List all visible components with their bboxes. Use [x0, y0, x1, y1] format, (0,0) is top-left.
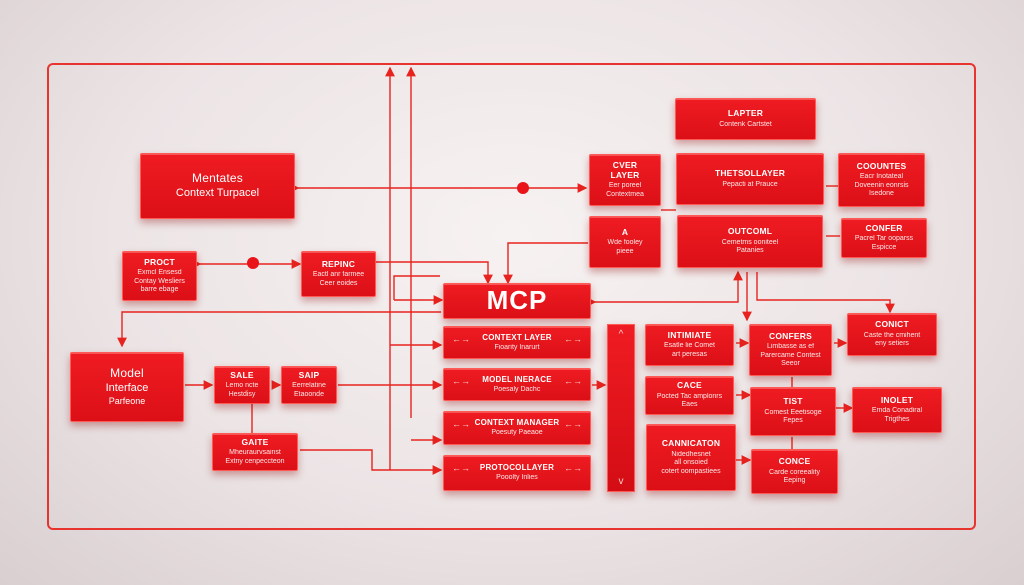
model-sub2: Parfeone — [108, 396, 146, 407]
gaite-box: GAITE Mheuraurvsainst Extny cenpeccteon — [212, 433, 298, 471]
sale-title: SALE — [230, 369, 254, 380]
conce-sub: Carde coreeality Eeping — [769, 468, 820, 485]
intimiate-box: INTIMIATE Esatle lie Comet art peresas — [645, 324, 734, 366]
diagram-frame — [47, 63, 976, 530]
model-box: Model Interface Parfeone — [70, 352, 184, 422]
intimiate-sub: Esatle lie Comet art peresas — [664, 342, 715, 358]
left-arrows-icon: ←→ — [452, 419, 470, 429]
thetsollayer-box: THETSOLLAYER Pepacti at Prauce — [676, 153, 824, 205]
layer-sub: Fioarity Inarurt — [494, 343, 540, 351]
coountes-box: COOUNTES Eacr Inotateal Doveenin eonrsis… — [838, 153, 925, 207]
tist-title: TIST — [783, 396, 803, 407]
left-arrows-icon: ←→ — [452, 463, 470, 473]
thetsollayer-sub: Pepacti at Prauce — [722, 180, 778, 188]
confer-title: CONFER — [865, 222, 903, 233]
inolet-title: INOLET — [880, 394, 914, 405]
outcoml-sub: Cemetms ooniteel Patanies — [721, 238, 779, 255]
conce-box: CONCE Carde coreeality Eeping — [751, 449, 838, 494]
model-interface-box: ←→ ←→ MODEL INERACE Poesaly Dachc — [443, 368, 591, 401]
layer-title: CONTEXT MANAGER — [474, 418, 560, 428]
confers-box: CONFERS Limbasse as ef Parercame Contest… — [749, 324, 832, 376]
right-arrows-icon: ←→ — [564, 334, 582, 344]
right-arrows-icon: ←→ — [564, 376, 582, 386]
inolet-sub: Emda Conadiral Trigthes — [871, 407, 923, 423]
left-arrows-icon: ←→ — [452, 376, 470, 386]
left-arrows-icon: ←→ — [452, 334, 470, 344]
confer-box: CONFER Pacrel Tar ooparss Espicce — [841, 218, 927, 258]
layer-sub: Poesaly Dachc — [493, 385, 541, 393]
layer-sub: Poesuty Paeaoe — [491, 429, 543, 437]
cace-sub: Pocted Tac amplonrs Eaes — [656, 392, 723, 409]
outcoml-title: OUTCOML — [727, 226, 773, 237]
confers-title: CONFERS — [769, 330, 812, 341]
repinc-title: REPINC — [321, 258, 356, 269]
layer-title: CONTEXT LAYER — [482, 332, 552, 342]
cace-title: CACE — [677, 380, 702, 391]
tist-sub: Comest Eeetisoge Fepes — [764, 408, 822, 425]
cver-title: CVER LAYER — [610, 159, 640, 180]
mcp-box: MCP — [443, 283, 591, 319]
model-title: Model — [110, 366, 144, 381]
a-box: A Wde fooley pieee — [589, 216, 661, 268]
right-arrows-icon: ←→ — [564, 463, 582, 473]
lapter-title: LAPTER — [727, 107, 764, 118]
saip-sub: Eerrelatine Etaoonde — [292, 382, 326, 398]
chevron-down-icon: v — [618, 476, 624, 487]
mentates-sub: Context Turpacel — [175, 186, 260, 199]
conce-title: CONCE — [778, 456, 811, 467]
tist-box: TIST Comest Eeetisoge Fepes — [750, 387, 836, 436]
context-layer-box: ←→ ←→ CONTEXT LAYER Fioarity Inarurt — [443, 326, 591, 359]
vertical-bus-bar: ^ v — [607, 324, 635, 492]
confers-sub: Limbasse as ef Parercame Contest Seeor — [760, 343, 821, 368]
mentates-box: Mentates Context Turpacel — [140, 153, 295, 219]
gaite-title: GAITE — [241, 436, 269, 447]
mcp-title: MCP — [486, 285, 548, 316]
coountes-title: COOUNTES — [856, 160, 907, 171]
cver-layer-box: CVER LAYER Eer poreel Contextmea — [589, 154, 661, 206]
sale-box: SALE Lemo ncte Hestdisy — [214, 366, 270, 404]
conict-box: CONICT Caste the cmihent eny setiers — [847, 313, 937, 356]
conict-sub: Caste the cmihent eny setiers — [863, 331, 921, 348]
outcoml-box: OUTCOML Cemetms ooniteel Patanies — [677, 215, 823, 268]
layer-sub: Pooolty Inlies — [496, 474, 538, 482]
proct-box: PROCT Exmcl Ensesd Contay Wesliers barre… — [122, 251, 197, 301]
repinc-box: REPINC Eactl anr farmee Ceer eoides — [301, 251, 376, 297]
repinc-sub: Eactl anr farmee Ceer eoides — [312, 271, 365, 287]
context-manager-box: ←→ ←→ CONTEXT MANAGER Poesuty Paeaoe — [443, 411, 591, 445]
gaite-sub: Mheuraurvsainst Extny cenpeccteon — [225, 449, 285, 465]
proct-title: PROCT — [144, 256, 175, 267]
intimiate-title: INTIMIATE — [667, 329, 712, 340]
coountes-sub: Eacr Inotateal Doveenin eonrsis Isedone — [854, 173, 909, 198]
cace-box: CACE Pocted Tac amplonrs Eaes — [645, 376, 734, 415]
protocol-layer-box: ←→ ←→ PROTOCOLLAYER Pooolty Inlies — [443, 455, 591, 491]
saip-title: SAIP — [298, 369, 320, 380]
model-sub: Interface — [105, 381, 149, 394]
thetsollayer-title: THETSOLLAYER — [714, 167, 786, 178]
mentates-title: Mentates — [192, 171, 243, 185]
chevron-up-icon: ^ — [618, 329, 624, 340]
layer-title: MODEL INERACE — [482, 374, 552, 384]
saip-box: SAIP Eerrelatine Etaoonde — [281, 366, 337, 404]
lapter-sub: Contenk Cartstet — [719, 120, 772, 128]
cannication-title: CANNICATON — [661, 438, 721, 449]
inolet-box: INOLET Emda Conadiral Trigthes — [852, 387, 942, 433]
cver-sub: Eer poreel Contextmea — [606, 182, 644, 198]
cannication-box: CANNICATON Nidedhesnet all onsoied coter… — [646, 424, 736, 491]
lapter-box: LAPTER Contenk Cartstet — [675, 98, 816, 140]
layer-title: PROTOCOLLAYER — [479, 463, 555, 473]
a-title: A — [621, 226, 629, 237]
a-sub: Wde fooley pieee — [607, 239, 643, 255]
confer-sub: Pacrel Tar ooparss Espicce — [854, 235, 914, 251]
proct-sub: Exmcl Ensesd Contay Wesliers barre ebage — [134, 269, 185, 294]
conict-title: CONICT — [875, 319, 909, 330]
right-arrows-icon: ←→ — [564, 419, 582, 429]
sale-sub: Lemo ncte Hestdisy — [225, 382, 259, 398]
cannication-sub: Nidedhesnet all onsoied cotert oompastie… — [661, 450, 721, 475]
